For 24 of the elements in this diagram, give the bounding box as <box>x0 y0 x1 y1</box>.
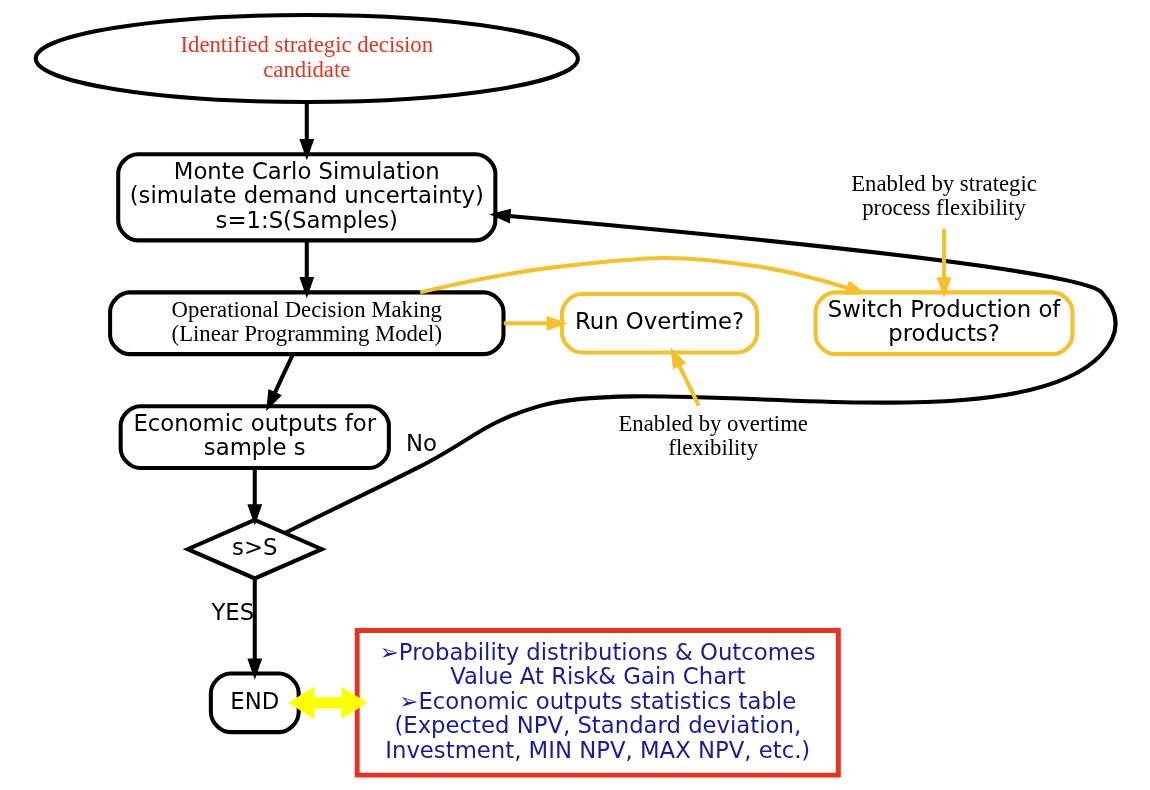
node-text: Enabled by strategic process flexibility <box>850 171 1037 221</box>
arrow <box>298 102 314 161</box>
node-box: Run Overtime? <box>559 291 759 355</box>
arrow <box>669 347 701 407</box>
node-box: Monte Carlo Simulation (simulate demand uncertainty) s=1:S(Samples) <box>115 152 497 243</box>
node-box: Economic outputs for sample s <box>118 404 391 470</box>
arrow <box>503 315 568 331</box>
node-ellipse: Identified strategic decision candidate <box>33 13 580 104</box>
arrow <box>283 208 1117 535</box>
node-box: Switch Production of products? <box>813 290 1074 357</box>
arrow <box>298 240 314 299</box>
node-box: Operational Decision Making (Linear Programming Model) <box>107 290 505 357</box>
node-box: END <box>208 671 301 735</box>
arrow <box>265 353 295 412</box>
edge-label: No <box>405 430 437 457</box>
node-diamond: s>S <box>182 517 327 581</box>
edge-label: YES <box>210 599 254 626</box>
node-text: Enabled by overtime flexibility <box>617 410 808 461</box>
arrow <box>419 256 867 295</box>
arrow <box>287 686 368 719</box>
arrow <box>246 468 262 526</box>
node-box: ➢Probability distributions & Outcomes Value At Risk& Gain Chart ➢Economic outputs statistics table (Expected NPV, Standard deviation, Investment, MIN NPV, MAX NPV, etc.) <box>354 628 841 778</box>
arrow <box>936 228 951 299</box>
arrow <box>246 579 262 680</box>
